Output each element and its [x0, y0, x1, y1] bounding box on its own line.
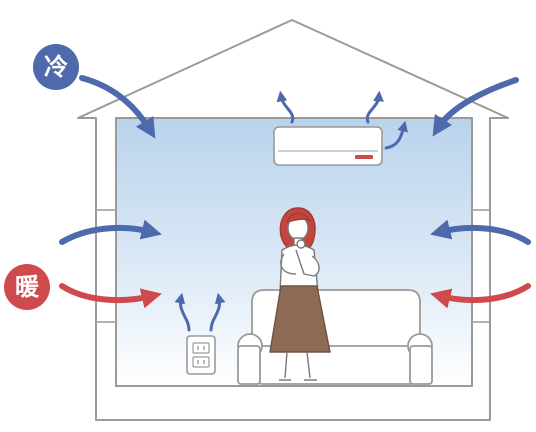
wall-notches — [96, 209, 490, 323]
warm-airflow-arrows — [59, 283, 531, 309]
cold-label: 冷 — [44, 53, 68, 81]
outlet-airflow-arrows — [174, 292, 226, 332]
woman-figure-icon — [269, 207, 331, 381]
air-conditioner-icon — [273, 126, 383, 166]
ac-airflow-arrows — [276, 90, 408, 150]
warm-label: 暖 — [15, 273, 39, 301]
outlet-icon — [186, 335, 216, 375]
cold-badge: 冷 — [33, 44, 79, 90]
sofa-icon — [237, 289, 433, 385]
warm-badge: 暖 — [4, 264, 50, 310]
cold-airflow-arrows — [59, 75, 531, 245]
